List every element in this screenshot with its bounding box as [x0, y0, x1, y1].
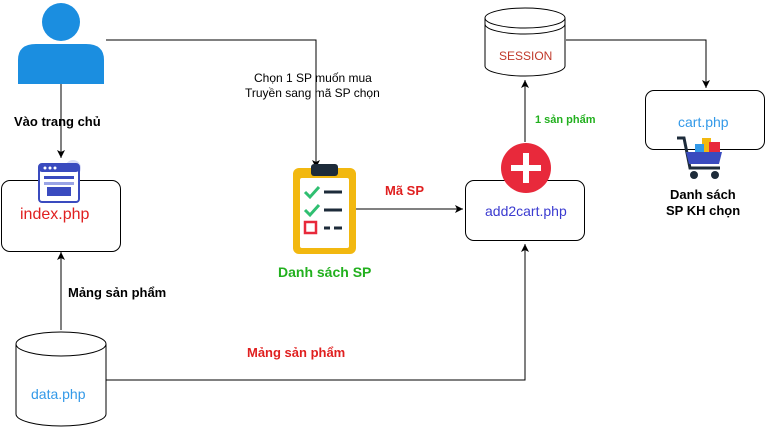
label-ma-sp: Mã SP	[385, 183, 425, 198]
label-add2cart: add2cart.php	[485, 203, 567, 219]
label-mang-san-pham-left: Mảng sản phẩm	[68, 285, 167, 300]
edge-data-to-add2cart	[106, 244, 529, 381]
label-danh-sach-sp: Danh sách SP	[278, 264, 372, 280]
edge-session-to-cart	[566, 39, 710, 88]
label-truyen-ma-sp: Truyền sang mã SP chọn	[245, 86, 380, 100]
session-cylinder	[484, 7, 566, 77]
label-mot-san-pham: 1 sản phẩm	[535, 114, 596, 126]
clipboard-checklist-icon	[293, 164, 356, 254]
web-page-icon	[38, 160, 81, 203]
plus-circle-icon[interactable]	[500, 142, 552, 194]
label-sp-kh-chon: SP KH chọn	[666, 203, 741, 218]
data-cylinder	[15, 331, 107, 427]
label-vao-trang-chu: Vào trang chủ	[14, 114, 101, 129]
label-danh-sach: Danh sách	[670, 187, 736, 202]
shopping-cart-icon	[677, 136, 722, 179]
label-data: data.php	[31, 386, 86, 402]
edge-user-to-danh-sach	[106, 39, 320, 168]
label-mang-san-pham-bottom: Mảng sản phẩm	[247, 345, 346, 360]
user-icon	[18, 3, 104, 84]
label-index: index.php	[20, 206, 90, 223]
label-session: SESSION	[499, 49, 553, 63]
label-chon-sp: Chọn 1 SP muốn mua	[254, 71, 372, 85]
label-cart: cart.php	[678, 114, 729, 130]
